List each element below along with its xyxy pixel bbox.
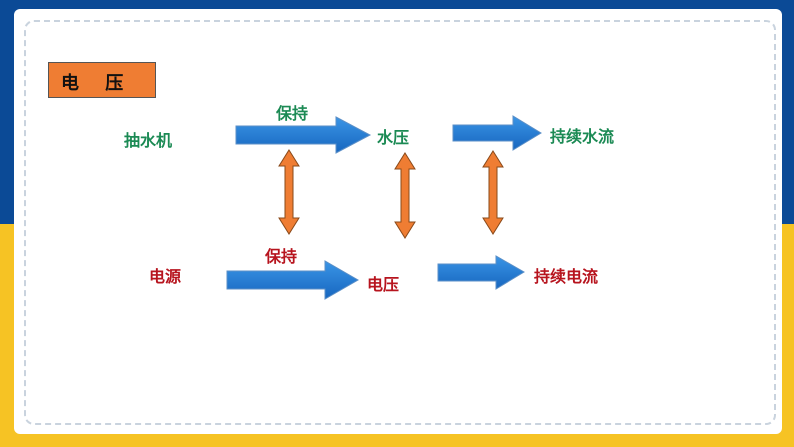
power-source-label: 电源 [149, 267, 182, 286]
water-flow-label: 持续水流 [550, 127, 615, 146]
title-box: 电 压 [48, 62, 156, 98]
double-arrow-icon [278, 149, 300, 235]
double-arrow-icon [394, 152, 416, 239]
arrow-right-icon [452, 115, 542, 151]
water-source-label: 抽水机 [124, 131, 173, 150]
slide-title: 电 压 [61, 73, 134, 94]
electric-keep-label: 保持 [265, 247, 298, 266]
arrow-right-icon [235, 116, 372, 154]
current-flow-label: 持续电流 [534, 267, 599, 286]
dashed-frame [24, 20, 776, 425]
water-keep-label: 保持 [276, 104, 309, 123]
voltage-label: 电压 [367, 275, 400, 294]
double-arrow-icon [482, 150, 504, 235]
water-pressure-label: 水压 [377, 128, 410, 147]
arrow-right-icon [226, 260, 360, 300]
arrow-right-icon [437, 255, 525, 290]
